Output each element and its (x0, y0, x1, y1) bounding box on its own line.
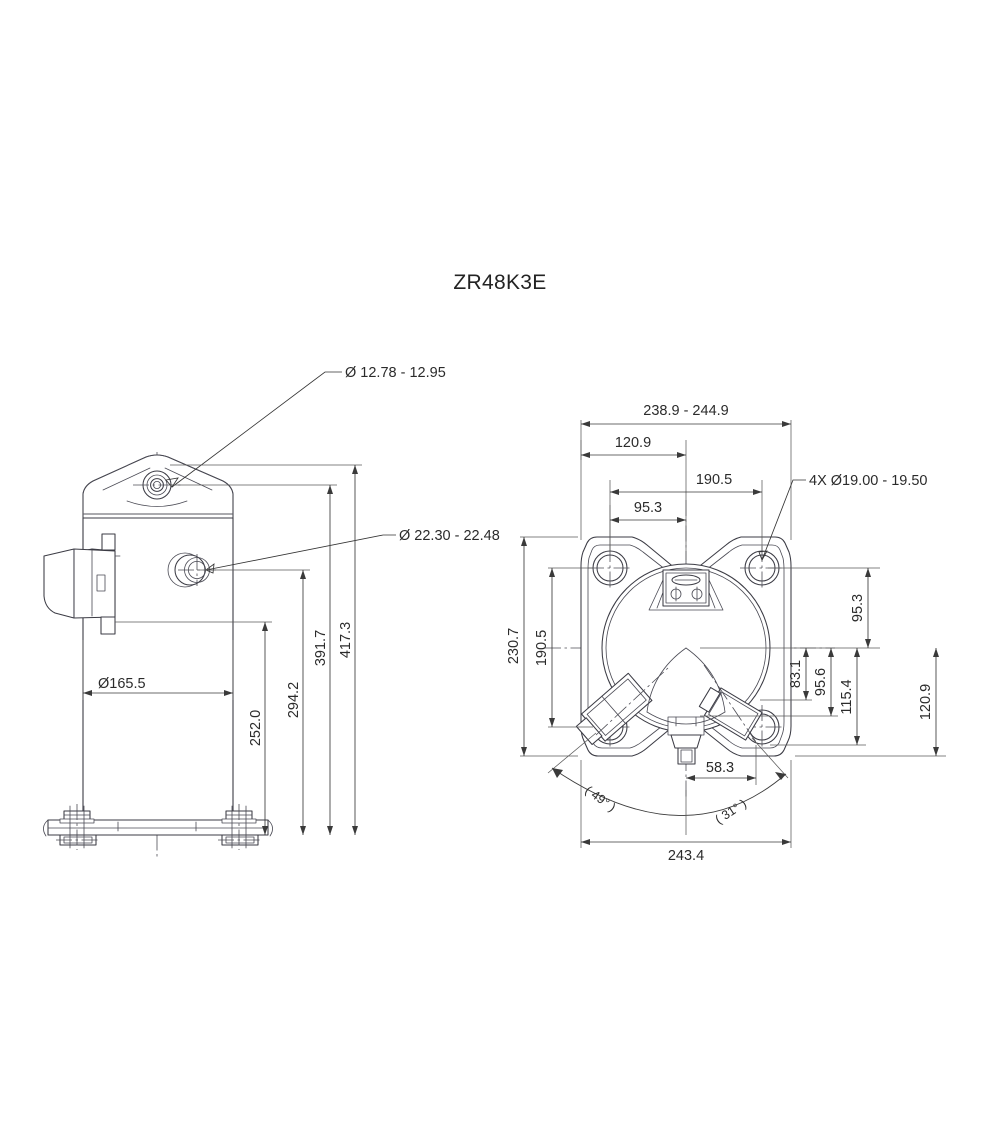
callout-suction-port: Ø 22.30 - 22.48 (205, 528, 500, 574)
dim-overall-depth-label: 230.7 (506, 628, 522, 664)
dim-height-252: 252.0 (115, 621, 272, 835)
dim-height-417-label: 417.3 (338, 622, 354, 658)
dim-height-391-label: 391.7 (313, 630, 329, 666)
angled-port-left (575, 667, 669, 746)
dim-overall-depth: 230.7 (506, 536, 578, 757)
dim-bolt-left-center-label: 95.3 (634, 500, 662, 516)
dim-width-offset-120-label: 120.9 (615, 435, 651, 451)
mounting-base (43, 804, 273, 850)
mounting-foot-left (56, 804, 100, 850)
callout-mounting-holes: 4X Ø19.00 - 19.50 (758, 473, 928, 562)
dim-height-294: 294.2 (197, 569, 310, 835)
dim-height-391: 391.7 (170, 484, 337, 835)
angled-port-right (698, 664, 763, 743)
top-mounting-hole (133, 470, 181, 500)
dim-port-offset-c: 115.4 (770, 648, 866, 746)
dim-bolt-top-center-label: 95.3 (850, 594, 866, 622)
dim-port-offset-a-label: 83.1 (788, 660, 804, 688)
dim-angle-right-label: ( 31° ) (713, 796, 749, 826)
terminal-box-plan (648, 569, 724, 611)
dim-depth-offset-120: 120.9 (795, 648, 946, 757)
dim-arc-243-label: 243.4 (668, 848, 704, 864)
dim-bolt-span-horizontal: 190.5 (609, 472, 763, 552)
side-suction-port (167, 552, 216, 588)
dim-body-diameter: Ø165.5 (82, 640, 234, 700)
dim-height-417: 417.3 (170, 464, 362, 835)
mounting-hole-top-left (588, 546, 632, 590)
dim-body-diameter-label: Ø165.5 (98, 676, 146, 692)
dim-width-offset-120: 120.9 (580, 435, 687, 560)
front-elevation-view: Ø 12.78 - 12.95 Ø 22.30 - 22.48 Ø165.5 (43, 365, 500, 860)
dim-depth-offset-120-label: 120.9 (918, 684, 934, 720)
dim-bolt-left-center: 95.3 (609, 500, 686, 552)
dim-height-294-label: 294.2 (286, 682, 302, 718)
dim-bolt-span-horizontal-label: 190.5 (696, 472, 732, 488)
callout-top-hole-label: Ø 12.78 - 12.95 (345, 365, 446, 381)
dim-port-offset-a: 83.1 (760, 648, 812, 701)
callout-mounting-holes-label: 4X Ø19.00 - 19.50 (809, 473, 928, 489)
dim-bolt-span-vertical: 190.5 (534, 567, 593, 728)
dim-port-offset-b-label: 95.6 (813, 668, 829, 696)
dim-port-offset-c-label: 115.4 (839, 679, 855, 714)
bottom-plan-view: 238.9 - 244.9 120.9 190.5 (506, 403, 946, 864)
center-bottom-port (667, 716, 705, 765)
terminal-box (43, 533, 121, 635)
dim-port-offset-b: 95.6 (700, 648, 838, 717)
dim-angle-left-label: ( 49° ) (582, 783, 618, 814)
mounting-foot-right (218, 804, 262, 850)
callout-top-mounting-hole: Ø 12.78 - 12.95 (165, 365, 446, 488)
dim-port-center-offset: 58.3 (686, 745, 757, 785)
callout-suction-port-label: Ø 22.30 - 22.48 (399, 528, 500, 544)
dim-bolt-span-vertical-label: 190.5 (534, 630, 550, 666)
dim-overall-width-label: 238.9 - 244.9 (643, 403, 728, 419)
dim-bolt-top-center: 95.3 (700, 567, 880, 649)
dim-height-252-label: 252.0 (248, 710, 264, 746)
dim-port-center-offset-label: 58.3 (706, 760, 734, 776)
page-title: ZR48K3E (453, 271, 546, 294)
